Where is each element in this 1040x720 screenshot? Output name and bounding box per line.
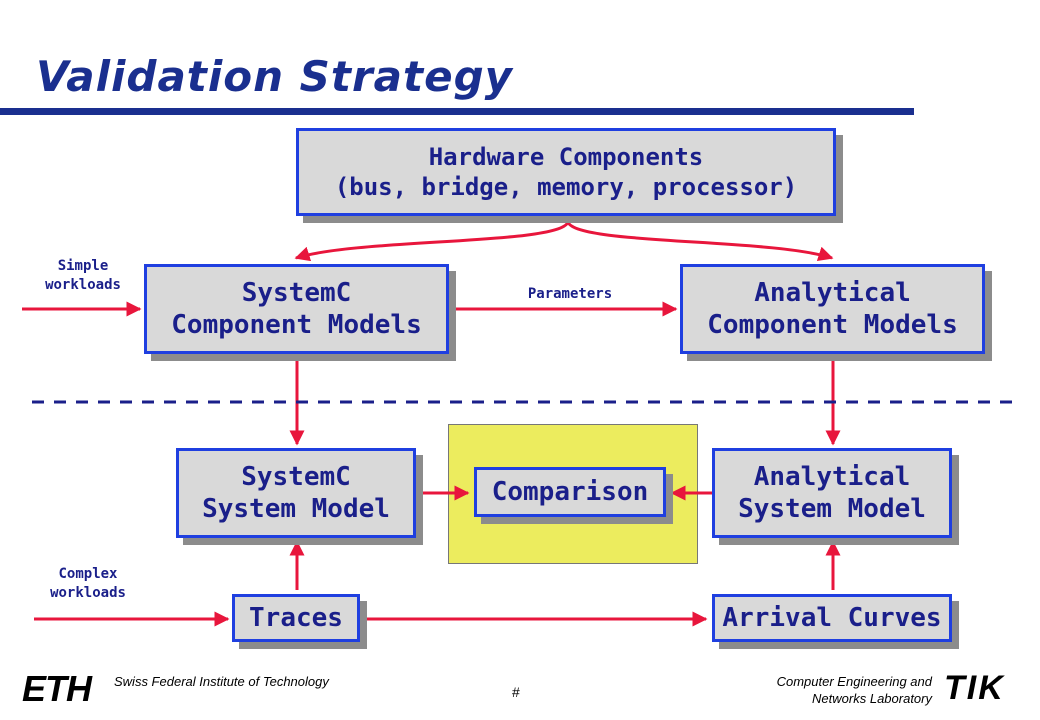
hardware-components-text: Hardware Components (bus, bridge, memory… (334, 143, 798, 201)
systemc-component-models-text: SystemC Component Models (171, 277, 422, 341)
arrival-curves-text: Arrival Curves (722, 602, 942, 633)
complex-workloads-label: Complex workloads (50, 566, 126, 601)
page-number: # (512, 684, 520, 700)
hardware-components-box: Hardware Components (bus, bridge, memory… (296, 128, 843, 223)
arrow-hardware-to-analytical (566, 221, 834, 262)
analytical-component-models-box: Analytical Component Models (680, 264, 992, 361)
tik-logo: TIK (944, 670, 1030, 706)
arrow-hardware-to-systemc (294, 221, 570, 262)
slide-title: Validation Strategy (36, 52, 514, 101)
footer-lab-text: Computer Engineering and Networks Labora… (776, 674, 932, 706)
analytical-system-model-text: Analytical System Model (738, 461, 926, 525)
analytical-system-model-box: Analytical System Model (712, 448, 959, 545)
simple-workloads-label: Simple workloads (45, 258, 121, 293)
traces-box: Traces (232, 594, 367, 649)
parameters-label: Parameters (527, 286, 613, 302)
comparison-text: Comparison (491, 476, 649, 507)
footer-institution-text: Swiss Federal Institute of Technology (114, 674, 329, 689)
arrival-curves-box: Arrival Curves (712, 594, 959, 649)
tik-logo-text: TIK (944, 669, 1005, 707)
eth-logo: ETH (22, 668, 92, 709)
title-underline (0, 108, 914, 115)
systemc-component-models-box: SystemC Component Models (144, 264, 456, 361)
comparison-box: Comparison (474, 467, 673, 524)
systemc-system-model-text: SystemC System Model (202, 461, 390, 525)
traces-text: Traces (249, 602, 343, 633)
systemc-system-model-box: SystemC System Model (176, 448, 423, 545)
analytical-component-models-text: Analytical Component Models (707, 277, 958, 341)
